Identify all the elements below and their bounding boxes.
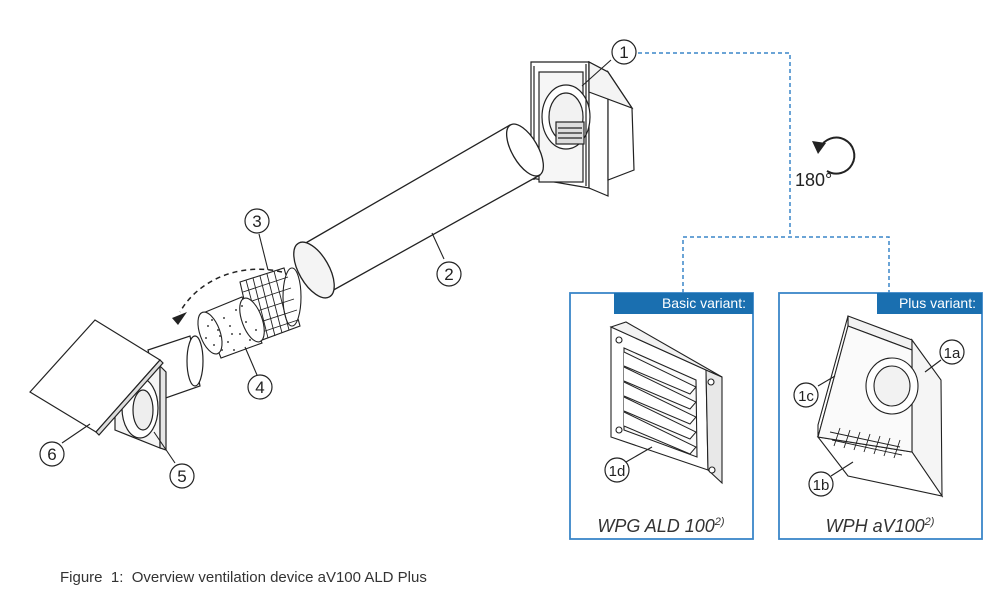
callout-1b: 1b xyxy=(808,471,834,497)
svg-text:3: 3 xyxy=(252,212,261,231)
callout-3: 3 xyxy=(244,208,270,234)
plus-variant-header: Plus variant: xyxy=(899,295,976,311)
hood-with-insect-guard xyxy=(816,315,944,498)
callout-1: 1 xyxy=(611,39,637,65)
basic-variant-name: WPG ALD 1002) xyxy=(597,516,725,536)
svg-text:1c: 1c xyxy=(798,388,814,405)
callout-4: 4 xyxy=(247,374,273,400)
callout-2: 2 xyxy=(436,261,462,287)
svg-text:2: 2 xyxy=(444,265,453,284)
svg-text:1b: 1b xyxy=(813,477,830,494)
plus-variant-leaders xyxy=(817,359,942,477)
duct-tube xyxy=(293,123,545,299)
basic-variant-header: Basic variant: xyxy=(662,295,746,311)
plus-variant-name: WPH aV1002) xyxy=(826,516,935,536)
svg-text:4: 4 xyxy=(255,378,264,397)
callout-6: 6 xyxy=(39,441,65,467)
svg-text:1a: 1a xyxy=(944,345,961,362)
callout-1a: 1a xyxy=(939,339,965,365)
filter-fleece xyxy=(197,296,265,359)
figure-caption: Figure 1: Overview ventilation device aV… xyxy=(60,569,427,586)
rotation-label: 180° xyxy=(795,170,832,190)
louvered-grille xyxy=(609,321,723,485)
plus-variant-panel: Plus variant: xyxy=(778,292,983,540)
callout-leader-1d xyxy=(625,446,653,463)
svg-text:1: 1 xyxy=(619,43,628,62)
rotation-arrow-icon xyxy=(812,136,856,175)
basic-variant-panel: Basic variant: 1d WPG ALD 1002) xyxy=(569,292,754,540)
svg-text:1d: 1d xyxy=(609,463,626,480)
outer-wall-hood xyxy=(530,61,635,197)
callout-1d: 1d xyxy=(604,457,630,483)
filter-rotation-arrow-icon xyxy=(172,268,283,325)
svg-text:6: 6 xyxy=(47,445,56,464)
callout-5: 5 xyxy=(169,463,195,489)
callout-1c: 1c xyxy=(793,382,819,408)
interior-cover xyxy=(29,319,164,436)
variant-leader-lines xyxy=(638,52,890,293)
callout-leaders xyxy=(61,59,612,464)
svg-text:5: 5 xyxy=(177,467,186,486)
